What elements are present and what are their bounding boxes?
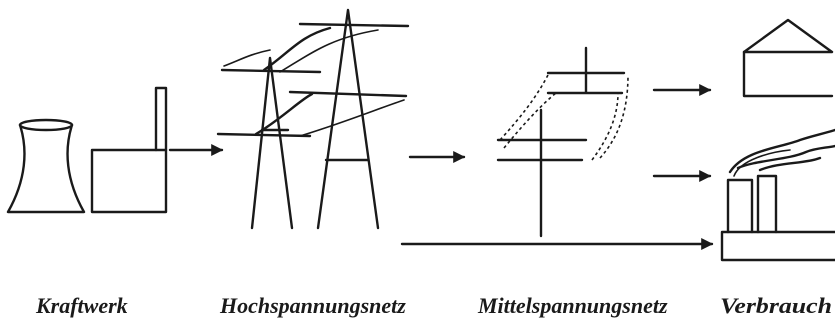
hv-conductor-upper [262, 26, 332, 72]
factory-icon [720, 128, 835, 262]
label-verbrauch: Verbrauch [720, 293, 832, 318]
pylon-left [250, 56, 294, 230]
pylon-right [316, 8, 380, 230]
plant-building [90, 148, 168, 214]
label-kraftwerk: Kraftwerk [35, 293, 128, 318]
household-icon [742, 18, 834, 98]
mv-conductor-dashed [499, 74, 629, 161]
label-hochspannungsnetz: Hochspannungsnetz [219, 293, 406, 318]
medium-voltage-pole [496, 46, 629, 238]
high-voltage-pylons [216, 8, 410, 230]
hv-conductor-lower [254, 92, 314, 136]
label-mittelspannungsnetz: Mittelspannungsnetz [477, 293, 668, 318]
cooling-tower [6, 123, 86, 214]
power-plant-illustration [6, 86, 168, 214]
cooling-tower-top [18, 118, 74, 132]
plant-chimney [154, 86, 168, 152]
